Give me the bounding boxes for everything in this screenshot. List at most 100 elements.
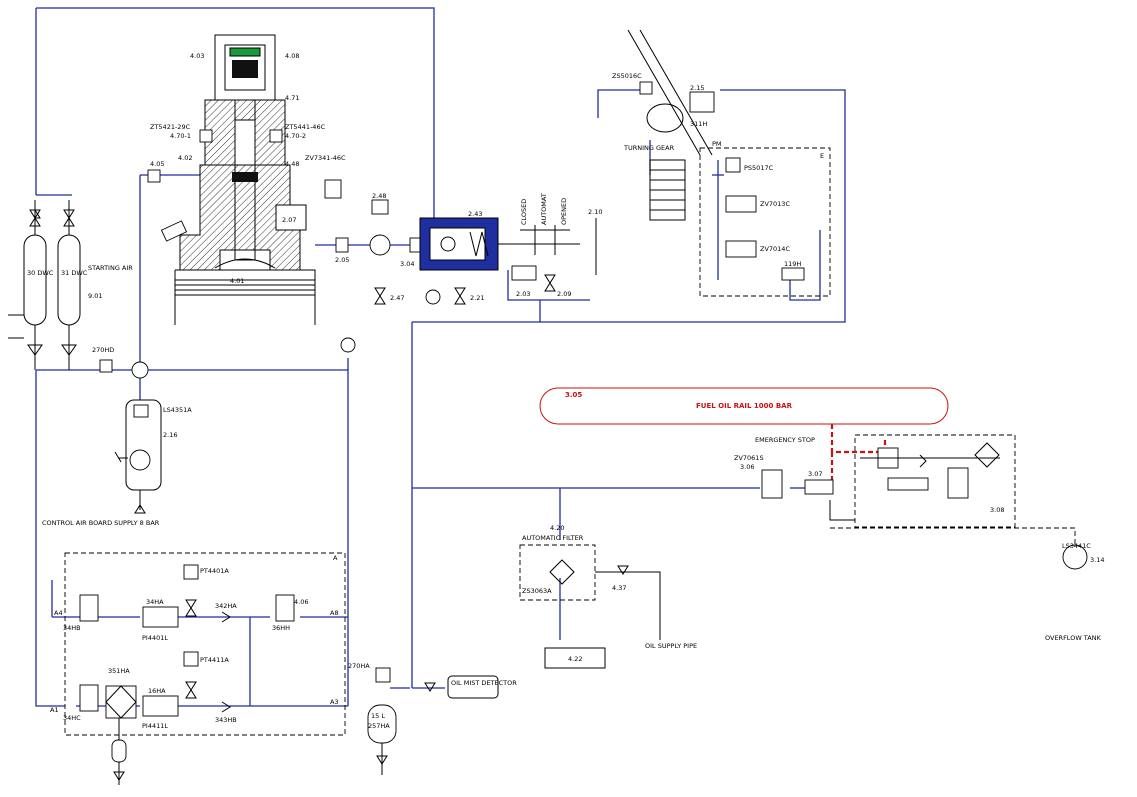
level-switch-2-16 <box>114 399 162 514</box>
label-closed: CLOSED <box>520 199 528 225</box>
label-2-03: 2.03 <box>516 290 530 298</box>
label-4-02: 4.02 <box>178 154 192 162</box>
label-270ha: 270HA <box>348 662 370 670</box>
label-fuel-rail-tag: 3.05 <box>565 391 582 399</box>
label-2-05: 2.05 <box>335 256 349 264</box>
label-34ha: 34HA <box>146 598 164 606</box>
diagram-labels: 4.03 4.08 4.71 ZT5421-29C 4.70-1 ZT5441-… <box>27 52 1104 730</box>
label-2-10: 2.10 <box>588 208 602 216</box>
emergency-stop-valve <box>761 469 783 499</box>
label-automatic-filter: AUTOMATIC FILTER <box>522 534 584 542</box>
label-pt4411a: PT4411A <box>200 656 229 664</box>
label-fuel-rail: FUEL OIL RAIL 1000 BAR <box>696 402 793 410</box>
label-zs5016c: ZS5016C <box>612 72 642 80</box>
label-ls3441c: LS3441C <box>1062 542 1091 550</box>
label-opened: OPENED <box>560 198 568 225</box>
label-overflow: OVERFLOW TANK <box>1045 634 1102 642</box>
label-zt5421: ZT5421-29C <box>150 123 191 131</box>
label-pt4401a: PT4401A <box>200 567 229 575</box>
label-automat: AUTOMAT <box>540 193 548 225</box>
automatic-filter <box>519 544 661 669</box>
fuel-rail-connection <box>830 424 887 454</box>
valve-3-07 <box>804 479 834 495</box>
label-9-01: 9.01 <box>88 292 102 300</box>
label-oil-supply: OIL SUPPLY PIPE <box>645 642 697 650</box>
label-zv7341: ZV7341-46C <box>305 154 346 162</box>
label-pi4411l: PI4411L <box>142 722 168 730</box>
label-2-15: 2.15 <box>690 84 704 92</box>
label-4-71: 4.71 <box>285 94 299 102</box>
label-257ha: 257HA <box>368 722 390 730</box>
label-270hd: 270HD <box>92 346 114 354</box>
level-switch-ls3441c <box>1062 544 1088 570</box>
label-3-14: 3.14 <box>1090 556 1104 564</box>
label-2-09: 2.09 <box>557 290 571 298</box>
label-3-07: 3.07 <box>808 470 822 478</box>
air-pipes <box>35 7 846 707</box>
label-4-06: 4.06 <box>294 598 308 606</box>
label-34hc: 34HC <box>63 714 81 722</box>
label-311h: 311H <box>690 120 707 128</box>
label-342ha: 342HA <box>215 602 237 610</box>
label-2-43: 2.43 <box>468 210 482 218</box>
label-ps5017c: PS5017C <box>744 164 774 172</box>
box-e-valves <box>725 157 805 281</box>
label-emergency-stop: EMERGENCY STOP <box>755 436 815 444</box>
label-2-07: 2.07 <box>282 216 296 224</box>
label-zv7061s: ZV7061S <box>734 454 764 462</box>
label-4-20: 4.20 <box>550 524 564 532</box>
label-a8: A8 <box>330 609 339 617</box>
injection-valves <box>829 442 1000 521</box>
label-receiver: 15 L <box>371 712 385 720</box>
label-119h: 119H <box>784 260 801 268</box>
label-4-70-1: 4.70-1 <box>170 132 191 140</box>
label-a4: A4 <box>54 609 63 617</box>
label-3-06: 3.06 <box>740 463 754 471</box>
injection-box-3-08 <box>854 434 1016 528</box>
label-4-37: 4.37 <box>612 584 626 592</box>
label-4-48: 4.48 <box>285 160 299 168</box>
label-bottle-31: 31 DWC <box>61 269 88 277</box>
label-a1: A1 <box>50 706 59 714</box>
box-a-components <box>79 337 356 785</box>
label-zv7014c: ZV7014C <box>760 245 790 253</box>
label-turning-gear: TURNING GEAR <box>623 144 675 152</box>
label-343hb: 343HB <box>215 716 237 724</box>
label-351ha: 351HA <box>108 667 130 675</box>
control-box-a <box>64 552 346 736</box>
label-starting-air: STARTING AIR <box>88 264 133 272</box>
oil-mist-section <box>367 667 499 775</box>
label-4-70-2: 4.70-2 <box>285 132 306 140</box>
label-4-08: 4.08 <box>285 52 299 60</box>
label-zs3063a: ZS3063A <box>522 587 552 595</box>
label-zv7013c: ZV7013C <box>760 200 790 208</box>
label-pm: PM <box>712 140 722 148</box>
label-zt5441: ZT5441-46C <box>285 123 326 131</box>
label-box-e: E <box>820 152 824 160</box>
label-4-03: 4.03 <box>190 52 204 60</box>
label-2-21: 2.21 <box>470 294 484 302</box>
label-3-08: 3.08 <box>990 506 1004 514</box>
label-box-a: A <box>333 554 338 562</box>
label-3-04: 3.04 <box>400 260 414 268</box>
label-bottle-30: 30 DWC <box>27 269 54 277</box>
label-4-22: 4.22 <box>568 655 582 663</box>
label-control-air: CONTROL AIR BOARD SUPPLY 8 BAR <box>42 519 160 527</box>
exhaust-valve-assembly <box>147 34 342 325</box>
label-34hb: 34HB <box>63 624 81 632</box>
label-pi4401l: PI4401L <box>142 634 168 642</box>
valve-actuator-line <box>34 199 597 305</box>
label-36hh: 36HH <box>272 624 290 632</box>
label-ls4351a: LS4351A <box>163 406 192 414</box>
label-4-01: 4.01 <box>230 277 244 285</box>
label-4-05: 4.05 <box>150 160 164 168</box>
label-16ha: 16HA <box>148 687 166 695</box>
starting-air-bottles <box>8 200 149 379</box>
fuel-oil-rail <box>539 387 949 425</box>
label-2-16: 2.16 <box>163 431 177 439</box>
label-oil-mist: OIL MIST DETECTOR <box>451 679 517 687</box>
turning-gear <box>627 29 715 221</box>
label-a3: A3 <box>330 698 339 706</box>
label-2-48: 2.48 <box>372 192 386 200</box>
